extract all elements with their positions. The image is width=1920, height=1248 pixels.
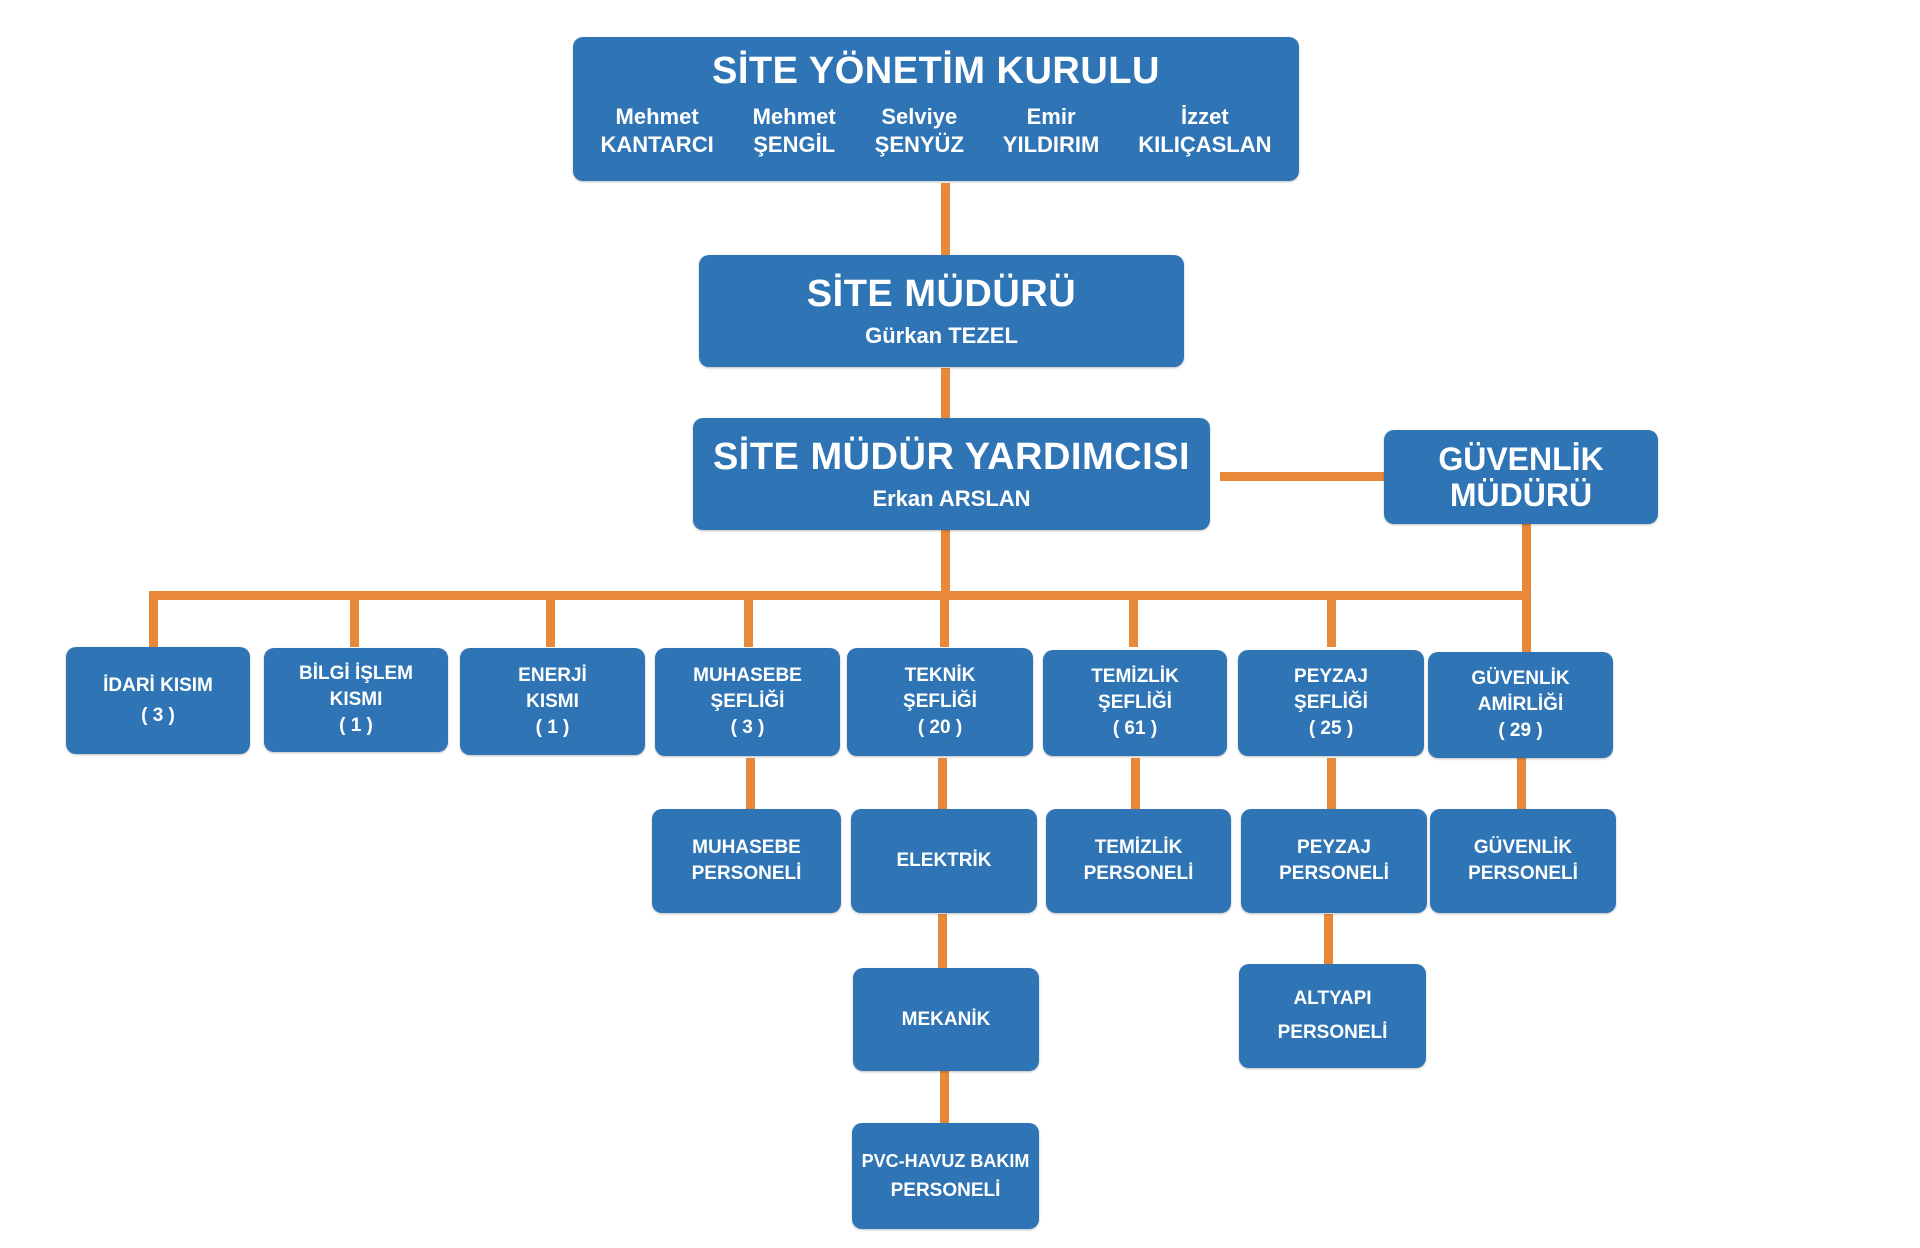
- unit-idari: İDARİ KISIM ( 3 ): [66, 647, 250, 754]
- unit-teknik: TEKNİK ŞEFLİĞİ ( 20 ): [847, 648, 1033, 756]
- board-title: SİTE YÖNETİM KURULU: [712, 50, 1160, 92]
- staff-guvenlik: GÜVENLİK PERSONELİ: [1430, 809, 1616, 913]
- connector-temizlik-staff: [1131, 758, 1140, 810]
- connector-drop-enerji: [546, 591, 555, 647]
- unit-peyzaj: PEYZAJ ŞEFLİĞİ ( 25 ): [1238, 650, 1424, 756]
- connector-board-manager: [941, 183, 950, 255]
- staff-temizlik: TEMİZLİK PERSONELİ: [1046, 809, 1231, 913]
- connector-guvenlik-staff: [1517, 758, 1526, 810]
- security-manager-line2: MÜDÜRÜ: [1449, 477, 1593, 513]
- staff-pvc-havuz: PVC-HAVUZ BAKIM PERSONELİ: [852, 1123, 1039, 1229]
- connector-peyzaj-staff: [1327, 758, 1336, 810]
- staff-altyapi: ALTYAPI PERSONELİ: [1239, 964, 1426, 1068]
- unit-enerji: ENERJİ KISMI ( 1 ): [460, 648, 645, 755]
- connector-mekanik-pvc: [940, 1071, 949, 1123]
- connector-drop-peyzaj: [1327, 591, 1336, 647]
- connector-horizontal-bus: [149, 591, 1531, 600]
- staff-elektrik: ELEKTRİK: [851, 809, 1037, 913]
- security-manager-box: GÜVENLİK MÜDÜRÜ: [1384, 430, 1658, 524]
- connector-drop-muhasebe: [744, 591, 753, 647]
- unit-bilgi-islem: BİLGİ İŞLEM KISMI ( 1 ): [264, 648, 448, 752]
- connector-assistant-security: [1220, 472, 1385, 481]
- manager-title: SİTE MÜDÜRÜ: [806, 273, 1077, 315]
- connector-drop-idari: [149, 591, 158, 647]
- connector-security-bus: [1522, 524, 1531, 652]
- staff-peyzaj: PEYZAJ PERSONELİ: [1241, 809, 1427, 913]
- connector-drop-bilgi: [350, 591, 359, 647]
- connector-muhasebe-staff: [746, 758, 755, 810]
- connector-teknik-elektrik: [938, 758, 947, 810]
- manager-box: SİTE MÜDÜRÜ Gürkan TEZEL: [699, 255, 1184, 367]
- assistant-title: SİTE MÜDÜR YARDIMCISI: [712, 436, 1191, 478]
- security-manager-line1: GÜVENLİK: [1438, 441, 1604, 477]
- unit-guvenlik: GÜVENLİK AMİRLİĞİ ( 29 ): [1428, 652, 1613, 758]
- staff-mekanik: MEKANİK: [853, 968, 1039, 1071]
- assistant-name: Erkan ARSLAN: [872, 486, 1031, 511]
- connector-drop-temizlik: [1129, 591, 1138, 647]
- connector-elektrik-mekanik: [938, 914, 947, 968]
- connector-drop-teknik: [940, 591, 949, 647]
- staff-muhasebe: MUHASEBE PERSONELİ: [652, 809, 841, 913]
- assistant-box: SİTE MÜDÜR YARDIMCISI Erkan ARSLAN: [693, 418, 1210, 530]
- unit-muhasebe: MUHASEBE ŞEFLİĞİ ( 3 ): [655, 648, 840, 756]
- connector-peyzaj-altyapi: [1324, 914, 1333, 964]
- manager-name: Gürkan TEZEL: [865, 323, 1018, 348]
- connector-manager-assistant: [941, 368, 950, 418]
- connector-assistant-bus: [941, 530, 950, 598]
- unit-temizlik: TEMİZLİK ŞEFLİĞİ ( 61 ): [1043, 650, 1227, 756]
